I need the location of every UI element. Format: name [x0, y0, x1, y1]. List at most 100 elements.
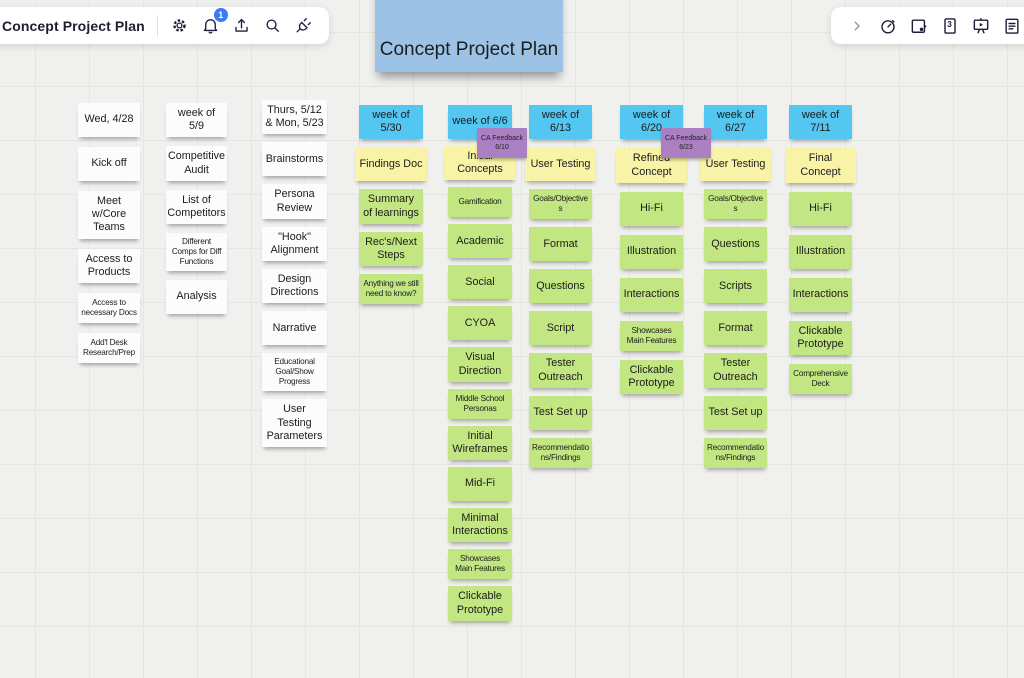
sticky-note[interactable]: List of Competitors [166, 189, 227, 225]
sticky-note[interactable]: Illustration [620, 234, 683, 269]
sticky-note[interactable]: Academic [448, 224, 512, 259]
search-button[interactable] [257, 10, 288, 41]
sticky-note[interactable]: Kick off [78, 147, 140, 181]
sticky-note[interactable]: Hi-Fi [620, 191, 683, 226]
template-calendar-icon [940, 16, 960, 36]
stamp-button[interactable] [903, 10, 934, 41]
sticky-note[interactable]: Clickable Prototype [448, 586, 512, 621]
sticky-note[interactable]: Scripts [704, 269, 767, 304]
templates-button[interactable]: 3 [934, 10, 965, 41]
notes-button[interactable] [996, 10, 1024, 41]
sticky-note[interactable]: Recommendations/Findings [704, 437, 767, 468]
notification-badge: 1 [213, 8, 228, 22]
sticky-note[interactable]: Findings Doc [355, 147, 427, 182]
sticky-note[interactable]: Persona Review [262, 184, 327, 219]
plugins-button[interactable] [288, 10, 319, 41]
sticky-note[interactable]: Gamification [448, 187, 512, 218]
sticky-note[interactable]: week of 7/11 [789, 105, 852, 140]
sticky-note[interactable]: week of 5/30 [359, 105, 423, 140]
sticky-note[interactable]: Analysis [166, 280, 227, 315]
timer-button[interactable] [872, 10, 903, 41]
document-lines-icon [1002, 16, 1022, 36]
sticky-note[interactable]: Test Set up [529, 395, 592, 430]
sticky-note[interactable]: Social [448, 265, 512, 300]
sticky-note[interactable]: Access to necessary Docs [78, 292, 140, 323]
sticky-note[interactable]: Interactions [620, 277, 683, 312]
stopwatch-icon [878, 16, 898, 36]
sticky-note[interactable]: Questions [704, 227, 767, 262]
sticky-note[interactable]: Access to Products [78, 248, 140, 283]
sticky-note[interactable]: Competitive Audit [166, 146, 227, 181]
sticky-note[interactable]: Middle School Personas [448, 388, 512, 419]
sticky-note[interactable]: Wed, 4/28 [78, 103, 140, 137]
search-icon [263, 16, 282, 35]
sticky-note[interactable]: Thurs, 5/12 & Mon, 5/23 [262, 100, 327, 135]
sticky-note[interactable]: Different Comps for Diff Functions [166, 233, 227, 272]
toolbar-divider [156, 14, 158, 37]
sticky-note[interactable]: Meet w/Core Teams [78, 191, 140, 239]
sticky-note[interactable]: Illustration [789, 234, 852, 269]
board-column-5: week of 6/6Initial ConceptsGamificationA… [444, 105, 516, 621]
sticky-note[interactable]: Minimal Interactions [448, 508, 512, 543]
feedback-sticky-note[interactable]: CA Feedback 6/23 [661, 128, 711, 158]
sticky-note[interactable]: Final Concept [785, 148, 856, 183]
right-toolbar: 3 [831, 7, 1024, 44]
sticky-note[interactable]: Brainstorms [262, 142, 327, 177]
chevron-right-icon [850, 19, 864, 33]
left-toolbar: Concept Project Plan 1 [0, 7, 329, 44]
plug-icon [294, 16, 313, 35]
sticky-note[interactable]: week of 5/9 [166, 103, 227, 138]
present-button[interactable] [965, 10, 996, 41]
sticky-note[interactable]: Design Directions [262, 269, 327, 304]
sticky-note[interactable]: Initial Wireframes [448, 425, 512, 461]
sticky-note[interactable]: Format [529, 227, 592, 262]
sticky-note[interactable]: Script [529, 311, 592, 346]
sticky-note[interactable]: "Hook" Alignment [262, 226, 327, 262]
sticky-note[interactable]: Interactions [789, 277, 852, 312]
sticky-note[interactable]: Format [704, 311, 767, 346]
sticky-note[interactable]: Clickable Prototype [620, 359, 683, 395]
sticky-note[interactable]: Tester Outreach [704, 353, 767, 388]
sticky-note[interactable]: Anything we still need to know? [359, 274, 423, 305]
sticky-note[interactable]: Add'l Desk Research/Prep [78, 332, 140, 363]
collapse-toolbar-button[interactable] [841, 10, 872, 41]
sticky-note[interactable]: Goals/Objectives [529, 189, 592, 220]
sticky-note[interactable]: Goals/Objectives [704, 189, 767, 220]
sticky-note[interactable]: User Testing [700, 147, 771, 182]
sticky-note[interactable]: Narrative [262, 311, 327, 346]
sticky-note[interactable]: Summary of learnings [359, 189, 423, 224]
sticker-stamp-icon [909, 16, 929, 36]
sticky-note[interactable]: User Testing [525, 147, 596, 182]
settings-button[interactable] [164, 10, 195, 41]
sticky-note[interactable]: Rec's/Next Steps [359, 231, 423, 267]
feedback-sticky-note[interactable]: CA Feedback 6/10 [477, 128, 527, 158]
notifications-button[interactable]: 1 [195, 8, 228, 41]
slideshow-easel-icon [971, 16, 991, 36]
file-title: Concept Project Plan [2, 17, 145, 34]
board-title-sticky[interactable]: Concept Project Plan [375, 0, 563, 72]
sticky-note[interactable]: Test Set up [704, 395, 767, 430]
sticky-note[interactable]: Clickable Prototype [789, 320, 852, 356]
gear-icon [170, 16, 189, 35]
sticky-note[interactable]: Comprehensive Deck [789, 364, 852, 395]
sticky-note[interactable]: Educational Goal/Show Progress [262, 353, 327, 392]
sticky-note[interactable]: Tester Outreach [529, 353, 592, 388]
sticky-note[interactable]: CYOA [448, 306, 512, 341]
sticky-note[interactable]: Hi-Fi [789, 191, 852, 226]
sticky-note[interactable]: Mid-Fi [448, 467, 512, 502]
sticky-note[interactable]: User Testing Parameters [262, 399, 327, 447]
share-button[interactable] [226, 10, 257, 41]
sticky-note[interactable]: Showcases Main Features [448, 549, 512, 580]
sticky-note[interactable]: Recommendations/Findings [529, 437, 592, 468]
sticky-note[interactable]: Questions [529, 269, 592, 304]
sticky-note[interactable]: week of 6/13 [529, 105, 592, 140]
sticky-note[interactable]: Visual Direction [448, 347, 512, 382]
sticky-note[interactable]: week of 6/27 [704, 105, 767, 140]
sticky-note[interactable]: Showcases Main Features [620, 320, 683, 351]
